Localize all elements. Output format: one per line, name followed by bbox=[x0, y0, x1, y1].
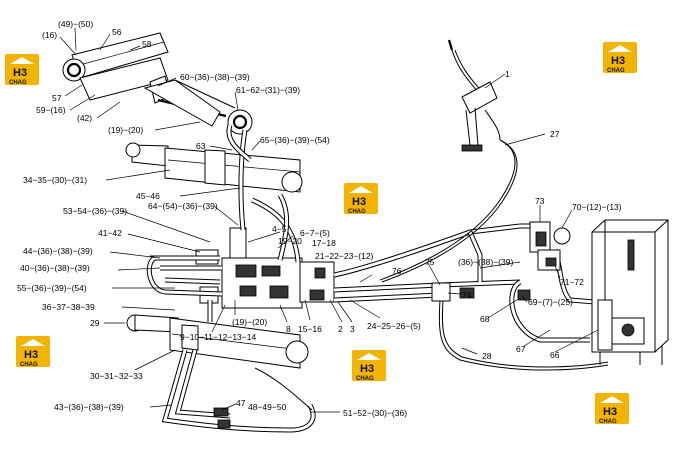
callout-label: 24−25−26−(5) bbox=[367, 321, 421, 331]
callout-label: 48−49−50 bbox=[248, 402, 287, 412]
watermark-text: CHAG bbox=[348, 209, 366, 215]
callout-label: 70−(12)−(13) bbox=[572, 202, 622, 212]
leader-lines bbox=[59, 27, 599, 413]
callout-label: 63 bbox=[196, 141, 206, 151]
svg-text:H3: H3 bbox=[360, 363, 374, 375]
callout-label: (49)−(50) bbox=[58, 19, 93, 29]
callout-labels: (49)−(50) (16) 56 58 57 59−(16) (42) 60−… bbox=[17, 19, 622, 418]
watermark-logo-5: H3 CHAG bbox=[352, 350, 386, 382]
callout-label: 4−5 bbox=[272, 224, 287, 234]
callout-label: 8 bbox=[286, 324, 291, 334]
middle-cylinder bbox=[125, 142, 303, 193]
callout-label: 1 bbox=[505, 69, 510, 79]
callout-label: 73 bbox=[535, 196, 545, 206]
watermark-text: CHAG bbox=[607, 68, 625, 74]
callout-label: 45−46 bbox=[136, 191, 160, 201]
callout-label: 27 bbox=[550, 129, 560, 139]
svg-text:H3: H3 bbox=[24, 349, 38, 361]
watermark-text: CHAG bbox=[356, 376, 374, 382]
callout-label: 47 bbox=[236, 398, 246, 408]
callout-label: 28 bbox=[482, 351, 492, 361]
pump-assembly bbox=[431, 221, 571, 302]
callout-label: 58 bbox=[142, 39, 152, 49]
callout-label: 75 bbox=[425, 257, 435, 267]
callout-label: (16) bbox=[42, 30, 57, 40]
watermark-logo-1: H3 CHAG bbox=[5, 54, 39, 86]
callout-label: 61−62−(31)−(39) bbox=[236, 85, 300, 95]
callout-label: 30−31−32−33 bbox=[90, 371, 143, 381]
joystick bbox=[379, 39, 609, 371]
lower-cylinder bbox=[126, 314, 309, 369]
svg-text:H3: H3 bbox=[13, 67, 27, 79]
callout-label: 68 bbox=[480, 314, 490, 324]
watermark-logo-2: H3 CHAG bbox=[603, 42, 637, 74]
hoses-left bbox=[146, 124, 301, 322]
callout-label: (42) bbox=[77, 113, 92, 123]
callout-label: 66 bbox=[550, 350, 560, 360]
callout-label: (19)−(20) bbox=[232, 317, 267, 327]
callout-label: 69−(7)−(25) bbox=[528, 297, 573, 307]
watermark-logo-6: H3 CHAG bbox=[595, 393, 629, 425]
watermark-text: CHAG bbox=[599, 419, 617, 425]
callout-label: 55−(36)−(39)−(54) bbox=[17, 283, 87, 293]
callout-label: 53−54−(36)−(39) bbox=[63, 206, 127, 216]
watermark-logo-4: H3 CHAG bbox=[16, 336, 50, 368]
callout-label: 41−42 bbox=[98, 228, 122, 238]
svg-text:H3: H3 bbox=[603, 406, 617, 418]
hoses-bottom bbox=[161, 349, 316, 433]
upper-cylinder bbox=[62, 32, 253, 135]
callout-label: 74 bbox=[462, 290, 472, 300]
callout-label: 67 bbox=[516, 344, 526, 354]
control-valve bbox=[195, 227, 335, 309]
callout-label: 56 bbox=[112, 27, 122, 37]
callout-label: 59−(16) bbox=[36, 105, 66, 115]
callout-label: 2 bbox=[338, 324, 343, 334]
callout-label: (19)−(20) bbox=[108, 125, 143, 135]
watermark-logo-3: H3 CHAG bbox=[344, 183, 378, 215]
callout-label: 6−7−(5) bbox=[300, 228, 330, 238]
callout-label: 3 bbox=[350, 324, 355, 334]
callout-label: 64−(54)−(36)−(39) bbox=[148, 201, 218, 211]
callout-label: 76 bbox=[392, 266, 402, 276]
callout-label: 9−10−11−12−13−14 bbox=[180, 332, 256, 342]
callout-label: 29 bbox=[90, 318, 100, 328]
callout-label: 15−16 bbox=[298, 324, 322, 334]
svg-text:H3: H3 bbox=[352, 196, 366, 208]
watermark-text: CHAG bbox=[20, 362, 38, 368]
callout-label: (36)−(38)−(39) bbox=[458, 257, 513, 267]
callout-label: 60−(36)−(38)−(39) bbox=[180, 72, 250, 82]
svg-text:H3: H3 bbox=[611, 55, 625, 67]
callout-label: 21−22−23−(12) bbox=[315, 251, 374, 261]
hydraulic-tank bbox=[591, 219, 669, 365]
callout-label: 71−72 bbox=[560, 277, 584, 287]
callout-label: 44−(36)−(38)−(39) bbox=[23, 246, 93, 256]
callout-label: 51−52−(30)−(36) bbox=[343, 408, 407, 418]
callout-label: 34−35−(30)−(31) bbox=[23, 175, 87, 185]
watermark-text: CHAG bbox=[9, 80, 27, 86]
callout-label: 36−37−38−39 bbox=[42, 302, 95, 312]
callout-label: 57 bbox=[52, 93, 62, 103]
callout-label: 65−(36)−(39)−(54) bbox=[260, 135, 330, 145]
callout-label: 43−(36)−(38)−(39) bbox=[54, 402, 124, 412]
callout-label: 19−20 bbox=[278, 236, 302, 246]
callout-label: 17−18 bbox=[312, 238, 336, 248]
callout-label: 40−(36)−(38)−(39) bbox=[20, 263, 90, 273]
